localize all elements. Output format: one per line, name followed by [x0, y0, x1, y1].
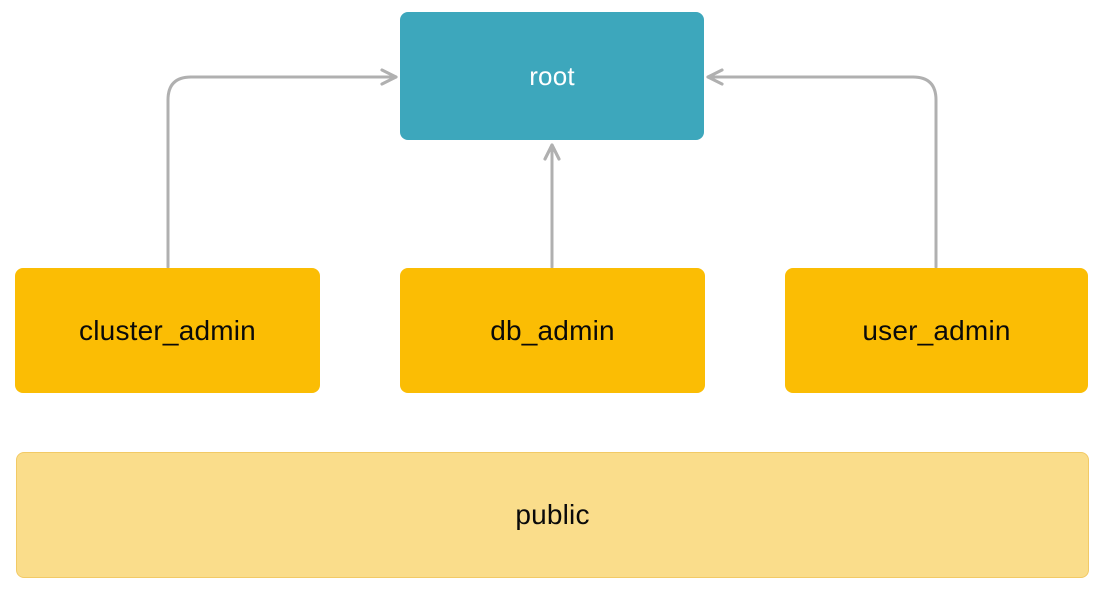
node-user-admin-label: user_admin [862, 314, 1011, 346]
node-root: root [400, 12, 704, 140]
node-cluster-admin: cluster_admin [15, 268, 320, 393]
node-public: public [16, 452, 1089, 578]
node-db-admin-label: db_admin [490, 314, 615, 346]
node-public-label: public [515, 499, 590, 530]
node-db-admin: db_admin [400, 268, 705, 393]
node-cluster-admin-label: cluster_admin [79, 314, 256, 346]
edge-cluster-admin-to-root [166, 68, 398, 269]
node-user-admin: user_admin [785, 268, 1088, 393]
edge-user-admin-to-root [706, 68, 938, 269]
node-root-label: root [529, 60, 575, 91]
